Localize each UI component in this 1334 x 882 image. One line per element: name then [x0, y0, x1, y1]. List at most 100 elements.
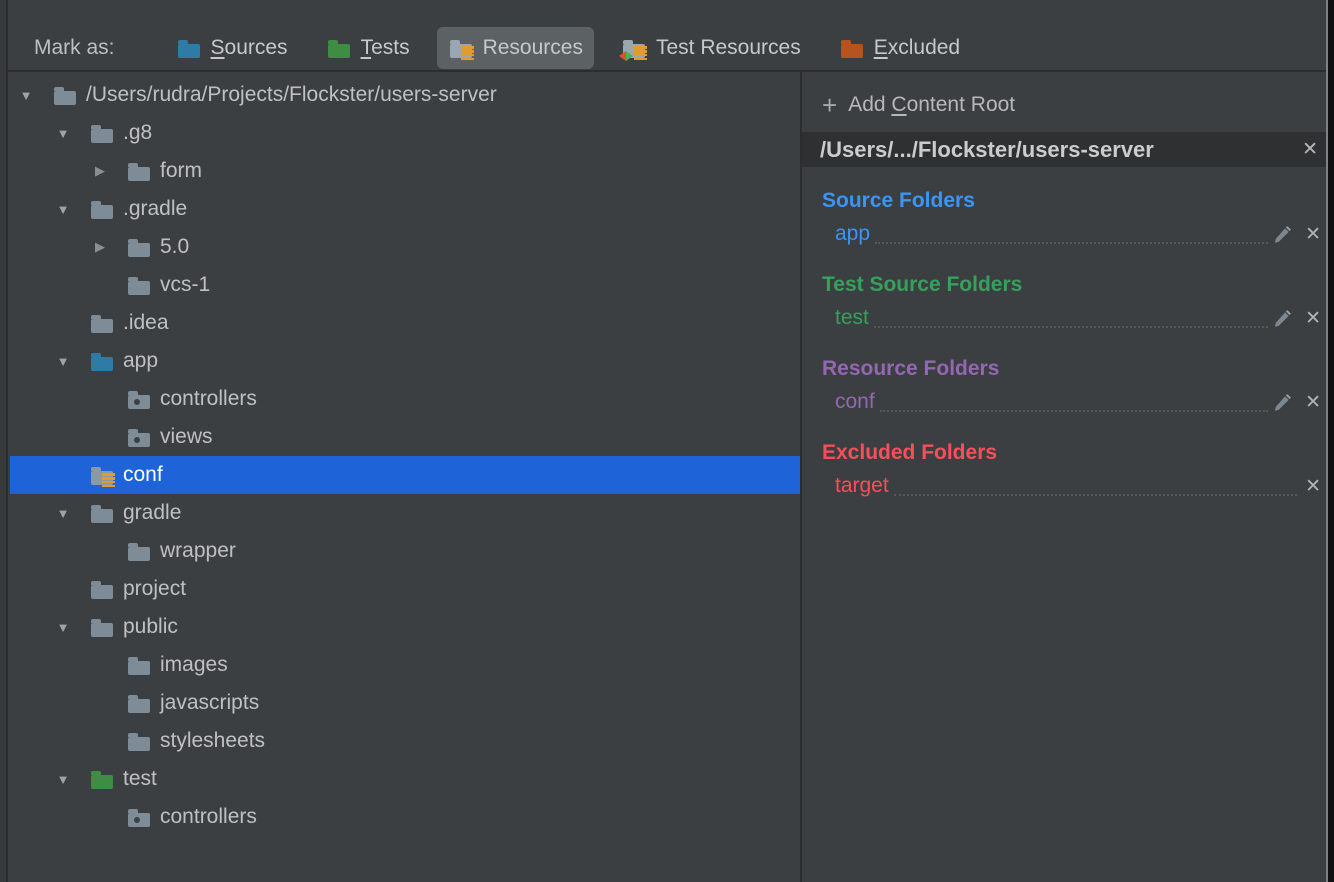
tree-row-images[interactable]: images [10, 646, 800, 684]
package-icon [126, 424, 152, 450]
folder-icon [126, 652, 152, 678]
tree-row-users-rudra-projects-flockster-users-server[interactable]: ▼ /Users/rudra/Projects/Flockster/users-s… [10, 76, 800, 114]
tree-item-label: .idea [123, 311, 169, 334]
tree-item-label: .g8 [123, 121, 153, 144]
tree-row-test[interactable]: ▼ test [10, 760, 800, 798]
tree-item-label: /Users/rudra/Projects/Flockster/users-se… [86, 83, 497, 106]
section-title: Resource Folders [822, 357, 1000, 380]
tree-item-label: images [160, 653, 228, 676]
folder-icon [126, 538, 152, 564]
folder-item-app[interactable]: app ✕ [822, 217, 1324, 251]
remove-content-root-icon[interactable]: ✕ [1302, 139, 1318, 160]
folder-icon [126, 158, 152, 184]
add-content-root-button[interactable]: + Add Content Root [822, 88, 1334, 122]
button-label: Excluded [873, 36, 961, 59]
folder-item-conf[interactable]: conf ✕ [822, 385, 1324, 419]
folder-item-label: target [835, 474, 889, 497]
dotted-leader [893, 476, 1298, 496]
plus-icon: + [822, 90, 838, 120]
tree-row-public[interactable]: ▼ public [10, 608, 800, 646]
content-area: ▼ /Users/rudra/Projects/Flockster/users-s… [0, 72, 1334, 882]
tree-row-g8[interactable]: ▼ .g8 [10, 114, 800, 152]
tree-row-5-0[interactable]: ▶5.0 [10, 228, 800, 266]
section-title: Test Source Folders [822, 273, 1023, 296]
button-label: Resources [482, 36, 583, 59]
package-icon [126, 804, 152, 830]
tree-item-label: test [123, 767, 157, 790]
window-right-border [1326, 0, 1334, 882]
tree-row-stylesheets[interactable]: stylesheets [10, 722, 800, 760]
tree-row-idea[interactable]: .idea [10, 304, 800, 342]
tree-row-vcs-1[interactable]: vcs-1 [10, 266, 800, 304]
chevron-down-icon[interactable]: ▼ [56, 201, 70, 217]
package-icon [126, 386, 152, 412]
button-label: Tests [360, 36, 410, 59]
source-folder-icon [89, 348, 115, 374]
button-label: Test Resources [655, 36, 801, 59]
section-resource-folders: Resource Folders conf ✕ [822, 353, 1324, 419]
chevron-right-icon[interactable]: ▶ [95, 239, 105, 254]
folder-item-label: app [835, 222, 871, 245]
tree-item-label: gradle [123, 501, 182, 524]
chevron-down-icon[interactable]: ▼ [56, 125, 70, 141]
tree-item-label: controllers [160, 387, 257, 410]
chevron-down-icon[interactable]: ▼ [56, 353, 70, 369]
section-test-source-folders: Test Source Folders test✕ [822, 269, 1324, 335]
project-tree: ▼ /Users/rudra/Projects/Flockster/users-s… [10, 72, 800, 882]
edit-pencil-icon[interactable] [1273, 225, 1292, 244]
tree-row-controllers[interactable]: controllers [10, 798, 800, 836]
chevron-down-icon[interactable]: ▼ [56, 619, 70, 635]
dotted-leader [873, 308, 1269, 328]
folder-icon [89, 500, 115, 526]
folder-item-label: conf [835, 390, 875, 413]
folder-item-target[interactable]: target ✕ [822, 469, 1324, 503]
chevron-down-icon[interactable]: ▼ [56, 505, 70, 521]
edit-pencil-icon[interactable] [1273, 309, 1292, 328]
tree-row-controllers[interactable]: controllers [10, 380, 800, 418]
chevron-down-icon[interactable]: ▼ [19, 87, 33, 103]
tree-row-form[interactable]: ▶ form [10, 152, 800, 190]
folder-item-test[interactable]: test✕ [822, 301, 1324, 335]
test-folder-icon [89, 766, 115, 792]
remove-folder-icon[interactable]: ✕ [1305, 475, 1321, 497]
chevron-down-icon[interactable]: ▼ [56, 771, 70, 787]
mark-as-resources-button[interactable]: Resources [436, 27, 594, 69]
folder-icon [126, 728, 152, 754]
tree-row-app[interactable]: ▼ app [10, 342, 800, 380]
tree-row-wrapper[interactable]: wrapper [10, 532, 800, 570]
folder-icon [89, 310, 115, 336]
mark-as-sources-button[interactable]: Sources [165, 27, 299, 69]
folder-icon [89, 614, 115, 640]
tree-row-gradle[interactable]: ▼ gradle [10, 494, 800, 532]
remove-folder-icon[interactable]: ✕ [1305, 391, 1321, 413]
edit-pencil-icon[interactable] [1273, 393, 1292, 412]
tree-row-gradle[interactable]: ▼.gradle [10, 190, 800, 228]
mark-as-excluded-button[interactable]: Excluded [828, 27, 971, 69]
mark-as-test-resources-button[interactable]: Test Resources [610, 27, 812, 69]
mark-as-buttons: Sources Tests Resources Test Resources Exclu… [165, 27, 972, 69]
dotted-leader [875, 224, 1269, 244]
folder-icon [89, 576, 115, 602]
tree-item-label: form [160, 159, 202, 182]
folder-icon [126, 234, 152, 260]
content-root-path: /Users/.../Flockster/users-server [820, 136, 1154, 162]
mark-as-tests-button[interactable]: Tests [315, 27, 421, 69]
tree-row-conf[interactable]: conf [10, 456, 800, 494]
resource-folder-icon [89, 462, 115, 488]
tree-item-label: public [123, 615, 178, 638]
remove-folder-icon[interactable]: ✕ [1305, 307, 1321, 329]
test-folder-icon [326, 35, 352, 61]
add-content-root-label: Add Content Root [848, 93, 1016, 116]
tree-item-label: app [123, 349, 159, 372]
tree-row-project[interactable]: project [10, 570, 800, 608]
remove-folder-icon[interactable]: ✕ [1305, 223, 1321, 245]
content-roots-panel: + Add Content Root /Users/.../Flockster/… [800, 72, 1334, 882]
dotted-leader [879, 392, 1269, 412]
chevron-right-icon[interactable]: ▶ [95, 163, 105, 178]
tree-row-views[interactable]: views [10, 418, 800, 456]
content-root-entry[interactable]: /Users/.../Flockster/users-server ✕ [802, 132, 1334, 167]
tree-row-javascripts[interactable]: javascripts [10, 684, 800, 722]
